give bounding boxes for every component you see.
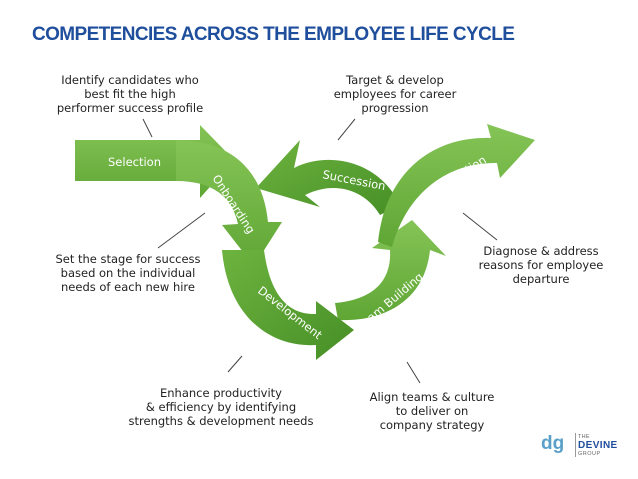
separation-arrow [378,124,535,247]
leader-line-onboarding [157,212,206,249]
logo-mark-icon: dg [541,433,564,454]
annotation-line: & efficiency by identifying [145,400,297,414]
leader-line-separation [462,212,498,241]
onboarding-arrow [176,140,282,266]
annotation-line: Diagnose & address [483,244,599,258]
annotation-line: Enhance productivity [160,386,282,400]
annotation-line: company strategy [379,418,485,432]
page-title: COMPETENCIES ACROSS THE EMPLOYEE LIFE CY… [32,24,515,45]
logo-name-text: DEVINE [578,440,618,451]
logo-sub-text: GROUP [578,451,601,457]
logo-small-text: THE [578,434,590,440]
annotation-line: to deliver on [395,404,469,418]
annotation-line: Set the stage for success [55,252,201,266]
devine-group-logo: dg THE DEVINE GROUP [540,432,632,458]
annotation-team-building: Align teams & culture to deliver on comp… [352,390,512,432]
annotation-line: needs of each new hire [61,280,195,294]
annotation-line: based on the individual [60,266,196,280]
leader-line-selection [142,118,153,138]
annotation-line: Align teams & culture [369,390,495,404]
leader-line-development [227,355,243,373]
team-building-arrow [335,220,446,321]
annotation-line: progression [361,101,429,115]
annotation-line: performer success profile [56,101,204,115]
annotation-line: best fit the high [84,87,176,101]
annotation-separation: Diagnose & address reasons for employee … [466,244,616,286]
logo-divider [575,433,576,457]
annotation-line: employees for career [333,87,457,101]
logo-mark-text: dg [541,433,564,454]
stage-label-selection: Selection [108,155,161,169]
annotation-line: reasons for employee [478,258,604,272]
annotation-line: strengths & development needs [128,414,314,428]
annotation-selection: Identify candidates who best fit the hig… [50,73,210,115]
annotation-line: departure [512,272,570,286]
annotation-onboarding: Set the stage for success based on the i… [48,252,208,294]
annotation-line: Target & develop [346,73,444,87]
succession-arrow [256,140,400,215]
leader-line-succession [337,118,356,141]
annotation-line: Identify candidates who [61,73,199,87]
leader-line-team-building [406,361,421,384]
annotation-development: Enhance productivity & efficiency by ide… [126,386,316,428]
development-arrow [222,250,354,360]
annotation-succession: Target & develop employees for career pr… [320,73,470,115]
